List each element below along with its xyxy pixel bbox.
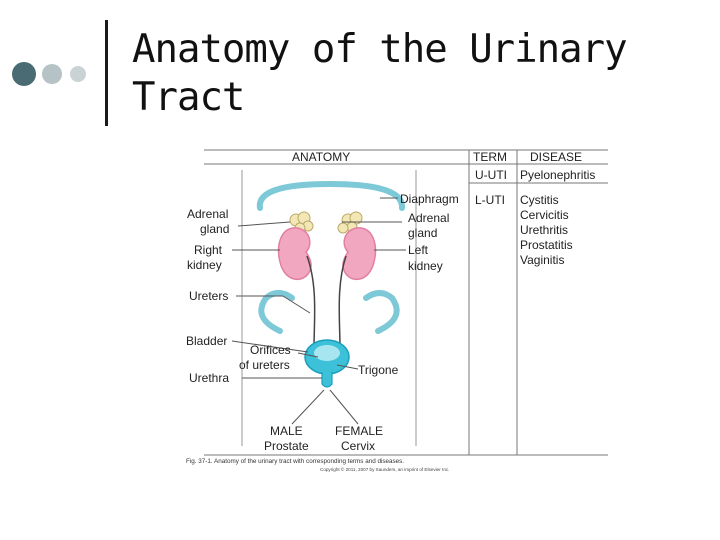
term-lower: L-UTI	[475, 193, 505, 207]
decorative-dots	[0, 0, 110, 120]
disease-urethritis: Urethritis	[520, 223, 568, 237]
dot-light	[70, 66, 86, 82]
slide-title-line-1: Anatomy of the Urinary	[132, 27, 628, 72]
header-term: TERM	[473, 150, 507, 164]
bladder-highlight	[314, 345, 340, 361]
adrenal-gland-left-shape	[337, 211, 363, 234]
disease-pyelonephritis: Pyelonephritis	[520, 168, 595, 182]
right-ureter-shape	[306, 255, 316, 349]
label-adrenal-right-2: gland	[408, 226, 437, 240]
label-prostate: Prostate	[264, 439, 309, 453]
title-divider	[105, 20, 108, 126]
urinary-tract-figure: ANATOMY TERM DISEASE U-UTI L-UTI Pyelone…	[180, 146, 610, 481]
header-anatomy: ANATOMY	[292, 150, 350, 164]
label-diaphragm: Diaphragm	[400, 192, 459, 206]
label-male: MALE	[270, 424, 303, 438]
label-ureters: Ureters	[189, 289, 228, 303]
label-orifices-1: Orifices	[250, 343, 291, 357]
label-trigone: Trigone	[358, 363, 399, 377]
label-adrenal-right-1: Adrenal	[408, 211, 449, 225]
label-left-kidney-2: kidney	[408, 259, 443, 273]
disease-prostatitis: Prostatitis	[520, 238, 573, 252]
dot-medium	[42, 64, 62, 84]
pelvis-left-shape	[258, 290, 295, 334]
label-right-kidney-2: kidney	[187, 258, 222, 272]
left-ureter-shape	[338, 255, 347, 349]
disease-cystitis: Cystitis	[520, 193, 559, 207]
label-cervix: Cervix	[341, 439, 375, 453]
label-orifices-2: of ureters	[239, 358, 290, 372]
header-disease: DISEASE	[530, 150, 582, 164]
label-adrenal-left-2: gland	[200, 222, 229, 236]
label-urethra: Urethra	[189, 371, 229, 385]
urethra-shape	[321, 372, 333, 388]
diaphragm-shape	[256, 180, 405, 211]
figure-caption: Fig. 37-1. Anatomy of the urinary tract …	[186, 458, 404, 465]
figure-copyright: Copyright © 2011, 2007 by Saunders, an i…	[320, 466, 449, 472]
label-adrenal-left-1: Adrenal	[187, 207, 228, 221]
slide-title-line-2: Tract	[132, 75, 245, 120]
right-kidney-shape	[277, 227, 312, 281]
label-left-kidney-1: Left	[408, 243, 429, 257]
label-female: FEMALE	[335, 424, 383, 438]
left-kidney-shape	[342, 227, 377, 281]
figure-svg: ANATOMY TERM DISEASE U-UTI L-UTI Pyelone…	[186, 149, 608, 472]
disease-vaginitis: Vaginitis	[520, 253, 564, 267]
disease-cervicitis: Cervicitis	[520, 208, 569, 222]
pelvis-right-shape	[363, 290, 400, 334]
dot-dark	[12, 62, 36, 86]
slide-title: Anatomy of the Urinary Tract	[132, 26, 692, 122]
label-right-kidney-1: Right	[194, 243, 223, 257]
leader-lines	[231, 197, 406, 425]
term-upper: U-UTI	[475, 168, 507, 182]
label-bladder: Bladder	[186, 334, 227, 348]
